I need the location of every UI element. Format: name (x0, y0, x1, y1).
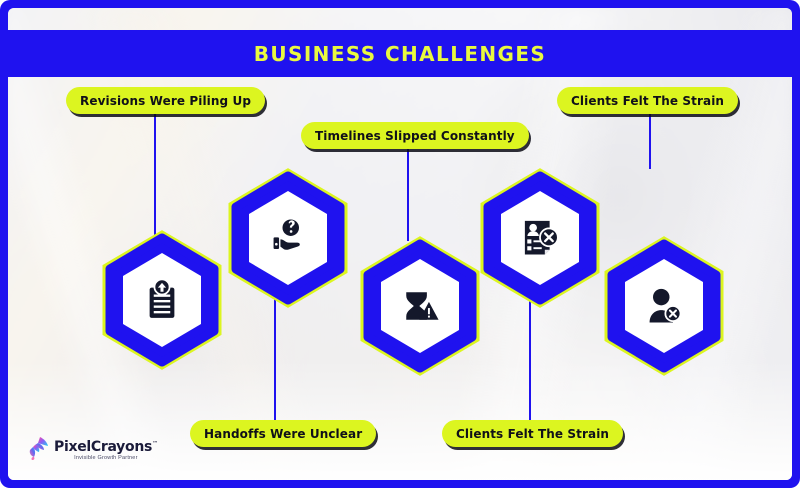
hexagon-timelines[interactable] (360, 236, 480, 376)
label-clients-strain-bottom[interactable]: Clients Felt The Strain (442, 420, 624, 447)
hexagon-handoffs[interactable] (228, 168, 348, 308)
connector-line-revisions (154, 107, 156, 247)
label-revisions[interactable]: Revisions Were Piling Up (66, 87, 266, 114)
logo-trademark: ™ (152, 440, 158, 448)
page-title: BUSINESS CHALLENGES (253, 41, 547, 66)
label-handoffs[interactable]: Handoffs Were Unclear (190, 420, 377, 447)
hummingbird-icon (26, 435, 50, 466)
connector-line-clients-b (529, 288, 531, 426)
hexagon-revisions[interactable] (102, 230, 222, 370)
hexagon-clients-strain-bottom[interactable] (480, 168, 600, 308)
label-clients-strain-top[interactable]: Clients Felt The Strain (557, 87, 739, 114)
connector-line-clients-t (649, 107, 651, 169)
title-bar: BUSINESS CHALLENGES (8, 30, 792, 77)
label-handoffs-text: Handoffs Were Unclear (204, 426, 363, 441)
label-timelines[interactable]: Timelines Slipped Constantly (301, 122, 529, 149)
label-clients-strain-top-text: Clients Felt The Strain (571, 93, 725, 108)
label-timelines-text: Timelines Slipped Constantly (315, 128, 515, 143)
connector-line-timelines (407, 141, 409, 241)
hexagon-clients-strain-top[interactable] (604, 236, 724, 376)
label-clients-strain-bottom-text: Clients Felt The Strain (456, 426, 610, 441)
pixelcrayons-logo: PixelCrayons™ Invisible Growth Partner (26, 435, 158, 466)
logo-name: PixelCrayons™ (54, 438, 158, 455)
background-bottom-fade (8, 360, 792, 480)
card-inner: BUSINESS CHALLENGES Revisions Were Pilin… (8, 8, 792, 480)
logo-tagline: Invisible Growth Partner (74, 454, 138, 461)
connector-line-handoffs (274, 288, 276, 426)
label-revisions-text: Revisions Were Piling Up (80, 93, 252, 108)
